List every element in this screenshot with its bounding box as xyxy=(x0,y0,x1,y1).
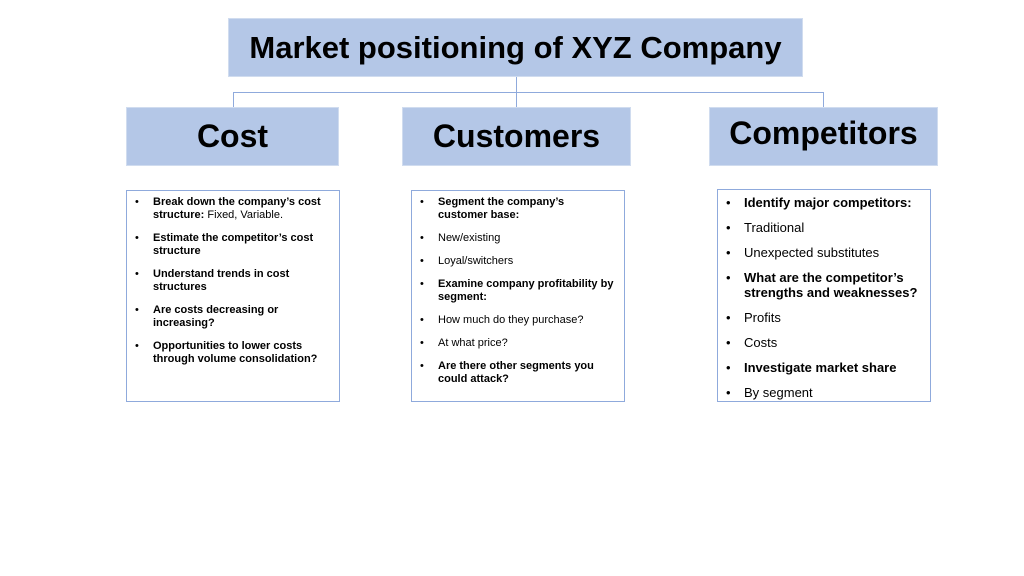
list-item: Break down the company’s cost structure:… xyxy=(133,196,331,222)
list-item: Unexpected substitutes xyxy=(724,245,922,260)
item-bold-text: Break down the company’s cost structure: xyxy=(153,196,321,221)
item-text: How much do they purchase? xyxy=(438,314,584,326)
customers-heading-box: Customers xyxy=(402,107,631,166)
item-text: Unexpected substitutes xyxy=(744,245,880,260)
connector xyxy=(823,92,824,107)
connector xyxy=(233,92,824,93)
list-item: New/existing xyxy=(418,232,616,245)
item-bold-text: Examine company profitability by segment… xyxy=(438,278,614,303)
item-text: Profits xyxy=(744,310,781,325)
list-item: Segment the company’s customer base: xyxy=(418,196,616,222)
item-bold-text: Are costs decreasing or increasing? xyxy=(153,304,279,329)
competitors-heading-box: Competitors xyxy=(709,107,938,166)
item-text: At what price? xyxy=(438,337,508,349)
item-text: Traditional xyxy=(744,220,805,235)
item-bold-text: Are there other segments you could attac… xyxy=(438,360,594,385)
list-item: Opportunities to lower costs through vol… xyxy=(133,340,331,366)
list-item: Are there other segments you could attac… xyxy=(418,360,616,386)
list-item: At what price? xyxy=(418,337,616,350)
item-bold-text: Estimate the competitor’s cost structure xyxy=(153,232,314,257)
list-item: Traditional xyxy=(724,220,922,235)
list-item: Are costs decreasing or increasing? xyxy=(133,304,331,330)
item-bold-text: Segment the company’s customer base: xyxy=(438,196,565,221)
item-bold-text: What are the competitor’s strengths and … xyxy=(744,270,918,300)
list-item: Examine company profitability by segment… xyxy=(418,278,616,304)
list-item: Investigate market share xyxy=(724,360,922,375)
cost-heading: Cost xyxy=(196,118,269,154)
item-bold-text: Opportunities to lower costs through vol… xyxy=(153,340,318,365)
list-item: Estimate the competitor’s cost structure xyxy=(133,232,331,258)
item-bold-text: Identify major competitors: xyxy=(744,195,912,210)
item-text: New/existing xyxy=(438,232,501,244)
list-item: What are the competitor’s strengths and … xyxy=(724,270,922,300)
competitors-list: Identify major competitors: TraditionalUn… xyxy=(717,189,931,402)
list-item: By segment xyxy=(724,385,922,400)
list-item: Loyal/switchers xyxy=(418,255,616,268)
customers-heading: Customers xyxy=(432,118,601,154)
list-item: Costs xyxy=(724,335,922,350)
cost-list: Break down the company’s cost structure:… xyxy=(126,190,340,402)
cost-heading-box: Cost xyxy=(126,107,339,166)
item-bold-text: Understand trends in cost structures xyxy=(153,268,290,293)
competitors-heading: Competitors xyxy=(729,115,918,151)
item-text: Loyal/switchers xyxy=(438,255,514,267)
title-box: Market positioning of XYZ Company xyxy=(228,18,803,77)
list-item: Profits xyxy=(724,310,922,325)
list-item: How much do they purchase? xyxy=(418,314,616,327)
customers-list: Segment the company’s customer base: New/… xyxy=(411,190,625,402)
diagram-title: Market positioning of XYZ Company xyxy=(249,29,782,65)
item-text: By segment xyxy=(744,385,813,400)
item-text: Fixed, Variable. xyxy=(204,209,284,221)
connector xyxy=(233,92,234,107)
list-item: Identify major competitors: xyxy=(724,195,922,210)
item-text: Costs xyxy=(744,335,778,350)
list-item: Understand trends in cost structures xyxy=(133,268,331,294)
item-bold-text: Investigate market share xyxy=(744,360,897,375)
